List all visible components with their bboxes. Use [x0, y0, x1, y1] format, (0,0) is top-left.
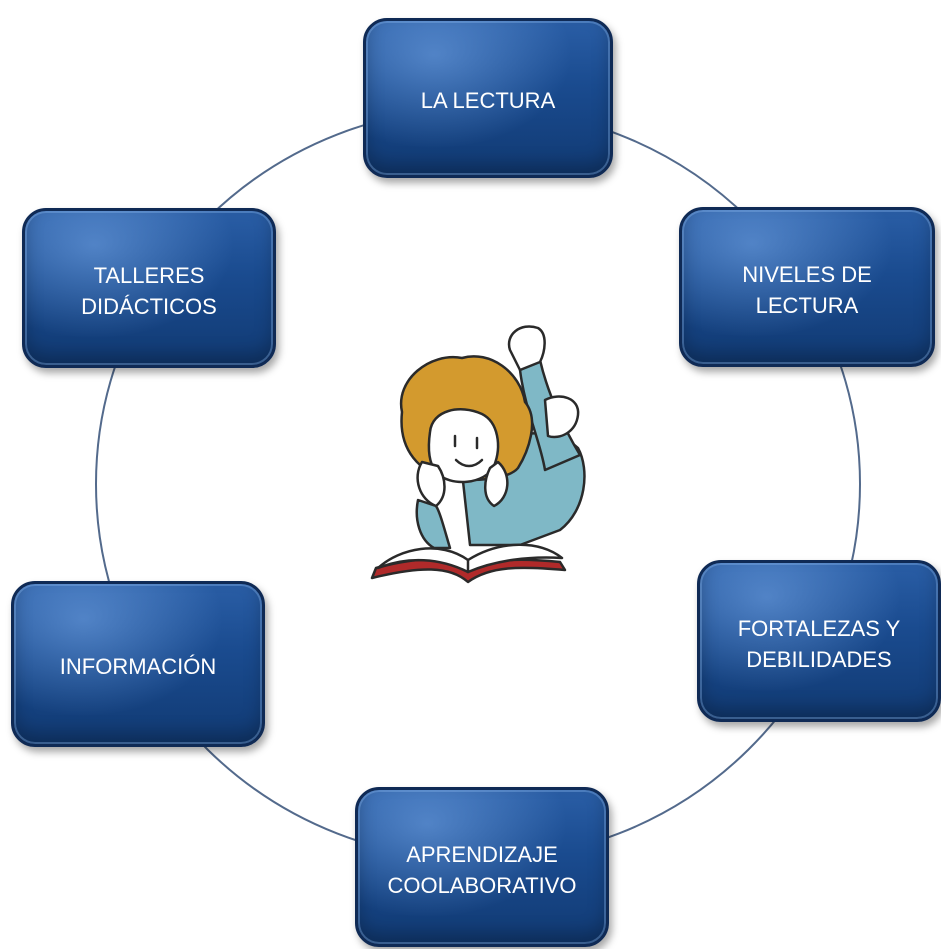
node-informacion: INFORMACIÓN: [11, 581, 265, 747]
node-talleres-didacticos: TALLERES DIDÁCTICOS: [22, 208, 276, 368]
node-fortalezas-y-debilidades: FORTALEZAS Y DEBILIDADES: [697, 560, 941, 722]
node-la-lectura: LA LECTURA: [363, 18, 613, 178]
node-aprendizaje-coolaborativo: APRENDIZAJE COOLABORATIVO: [355, 787, 609, 947]
node-niveles-de-lectura: NIVELES DE LECTURA: [679, 207, 935, 367]
